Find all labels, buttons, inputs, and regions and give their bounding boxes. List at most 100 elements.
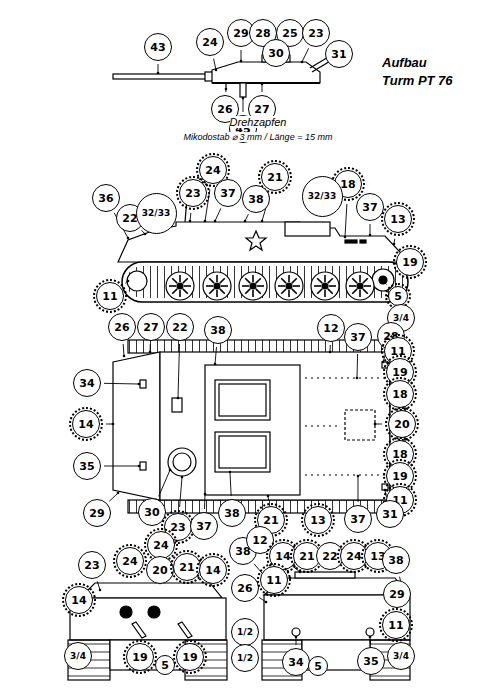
callout-number: 27 [137, 313, 165, 341]
callout-number: 32/33 [136, 193, 177, 234]
leader-line [230, 472, 231, 496]
leader-dot [127, 280, 130, 283]
callout-number: 11 [260, 566, 288, 594]
callout-number: 38 [218, 499, 246, 527]
leader-dot [240, 60, 243, 63]
callout-number: 37 [344, 323, 372, 351]
leader-dot [99, 589, 102, 592]
callout-number: 37 [356, 193, 384, 221]
leader-line [178, 344, 180, 398]
leader-line [158, 64, 159, 73]
callout-number: 38 [242, 185, 270, 213]
leader-line [358, 476, 359, 502]
callout-number: 12 [317, 314, 345, 342]
leader-dot [189, 220, 192, 223]
callout-number: 38 [382, 546, 410, 574]
leader-dot [177, 397, 180, 400]
callout-number: 22 [166, 313, 194, 341]
callout-number: 13 [304, 506, 332, 534]
leader-dot [138, 383, 141, 386]
leader-dot [261, 220, 264, 223]
leader-line [104, 466, 139, 467]
callout-number: 35 [357, 647, 385, 675]
top-view-drawing [113, 340, 405, 513]
callout-number: 43 [144, 33, 172, 61]
callout-number: 19 [176, 643, 204, 671]
leader-dot [301, 61, 304, 64]
callout-number: 34 [282, 648, 310, 676]
callout-number: 31 [325, 40, 353, 68]
leader-line [243, 98, 244, 112]
callout-number: 23 [78, 551, 106, 579]
callout-number: 20 [388, 410, 416, 438]
callout-number: 5 [155, 655, 175, 675]
leader-line [204, 494, 205, 509]
callout-number: 5 [388, 286, 408, 306]
callout-number: 19 [396, 248, 424, 276]
leader-dot [244, 220, 247, 223]
leader-dot [127, 237, 130, 240]
leader-dot [204, 493, 207, 496]
leader-line [345, 204, 347, 237]
leader-dot [215, 69, 218, 72]
leader-line [97, 581, 100, 590]
leader-dot [289, 577, 292, 580]
callout-number: 34 [73, 369, 101, 397]
turret-drawing [113, 55, 332, 97]
leader-dot [242, 97, 245, 100]
callout-number: 23 [179, 179, 207, 207]
leader-dot [384, 489, 387, 492]
callout-number: 14 [199, 556, 227, 584]
leader-dot [181, 476, 184, 479]
leader-line [215, 208, 221, 221]
callout-number: 30 [138, 498, 166, 526]
leader-dot [295, 636, 298, 639]
leader-dot [261, 83, 264, 86]
callout-number: 3/4 [387, 642, 415, 670]
callout-number: 36 [92, 184, 120, 212]
leader-dot [267, 495, 270, 498]
leader-dot [144, 233, 147, 236]
leader-dot [344, 236, 347, 239]
caption-text: Drehzapfen [230, 116, 287, 128]
callout-number: 3/4 [64, 642, 92, 670]
callout-number: 32/33 [302, 176, 343, 217]
leader-dot [382, 361, 385, 364]
callout-number: 1/2 [231, 644, 259, 672]
callout-number: 14 [72, 410, 100, 438]
leader-dot [299, 571, 302, 574]
leader-dot [369, 636, 372, 639]
leader-dot [374, 423, 377, 426]
leader-line [241, 50, 242, 61]
callout-number: 37 [344, 505, 372, 533]
leader-line [302, 48, 309, 62]
callout-number: 1/2 [231, 618, 259, 646]
callout-number: 14 [65, 586, 93, 614]
callout-number: 5 [308, 656, 328, 676]
leader-line [357, 354, 359, 378]
leader-line [180, 477, 182, 507]
callout-number: 37 [214, 179, 242, 207]
callout-number: 38 [204, 316, 232, 344]
leader-dot [214, 220, 217, 223]
callout-number: 21 [261, 163, 289, 191]
leader-dot [225, 88, 228, 91]
leader-dot [204, 220, 207, 223]
callout-number: 26 [231, 574, 259, 602]
leader-dot [265, 601, 268, 604]
leader-line [109, 493, 118, 501]
leader-dot [112, 423, 115, 426]
leader-dot [229, 471, 232, 474]
callout-number: 13 [384, 205, 412, 233]
leader-dot [117, 492, 120, 495]
leader-dot [214, 363, 217, 366]
leader-dot [123, 355, 126, 358]
leader-line [104, 383, 139, 385]
callout-number: 30 [262, 39, 290, 67]
callout-number: 18 [386, 380, 414, 408]
callout-number: 24 [147, 531, 175, 559]
callout-number: 23 [302, 19, 330, 47]
leader-line [214, 59, 216, 70]
leader-line [159, 470, 170, 496]
